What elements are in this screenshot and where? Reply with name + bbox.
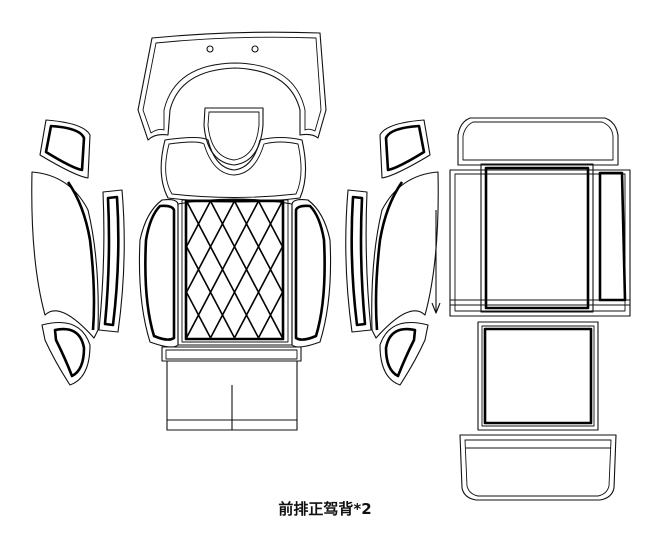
headrest-top-piece [137, 31, 327, 141]
quilt-line [91, 202, 163, 338]
rear-top-piece [457, 117, 619, 166]
quilt-line [403, 202, 475, 338]
quilt-line [307, 202, 379, 338]
left-side-long-piece [31, 171, 99, 339]
rear-main-frame [449, 163, 631, 317]
quilt-line [257, 291, 282, 338]
lower-skirt-piece [166, 360, 298, 431]
rear-bottom-piece [459, 434, 617, 501]
left-narrow-strip [98, 189, 125, 333]
left-curl-piece [41, 321, 91, 386]
quilt-line [0, 202, 42, 338]
left-wing-piece [39, 119, 91, 179]
headrest-flap-piece [203, 107, 264, 166]
quilt-line [0, 202, 19, 338]
quilt-line [66, 202, 138, 338]
right-side-pieces-group [345, 119, 439, 386]
grain-arrow [431, 210, 441, 314]
quilt-line [0, 202, 67, 338]
quilt-line [19, 202, 91, 338]
shoulder-piece [160, 136, 307, 203]
quilt-line [281, 337, 282, 338]
hole-marker-left [206, 45, 214, 53]
hole-marker-right [251, 45, 259, 53]
left-bolster-piece [138, 199, 179, 348]
bottom-strip-piece [161, 346, 302, 362]
quilt-line [0, 202, 66, 338]
diagram-caption: 前排正驾背*2 [278, 500, 372, 518]
diamond-quilting [0, 202, 475, 338]
quilt-line [378, 202, 450, 338]
quilt-line [258, 202, 282, 248]
quilt-line [402, 202, 474, 338]
right-bolster-piece [291, 199, 332, 348]
back-main-panel [0, 198, 475, 346]
rear-lower-panel [477, 321, 599, 431]
quilt-line [18, 202, 90, 338]
quilt-line [379, 202, 451, 338]
quilt-line [234, 202, 282, 294]
